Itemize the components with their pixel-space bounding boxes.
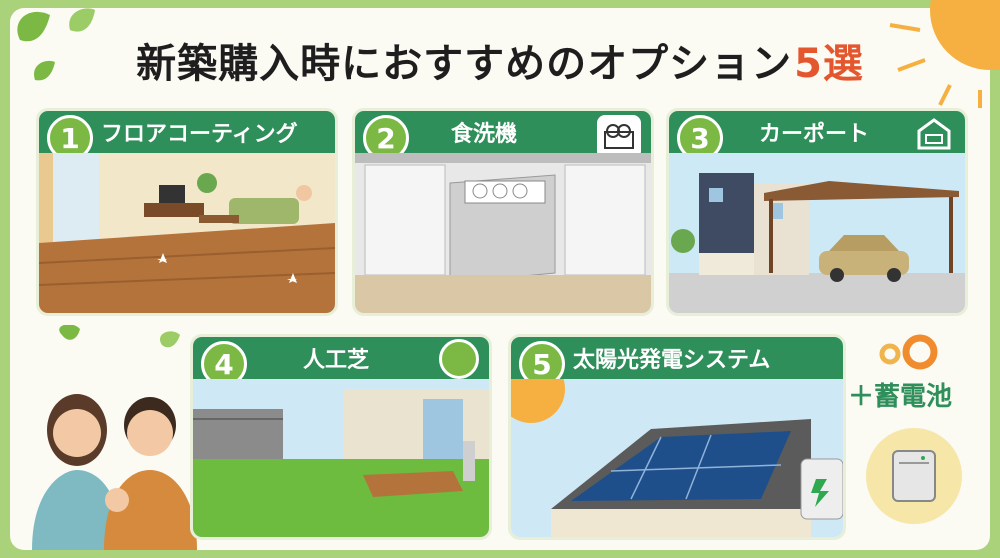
sun-icon: [511, 379, 565, 423]
floor-coating-illustration: [39, 153, 335, 313]
gear-icon: [879, 334, 938, 370]
option-label: カーポート: [759, 122, 870, 147]
leaf-icon: [17, 11, 50, 42]
title-main: 新築購入時におすすめのオプション: [136, 41, 793, 87]
page-title: 新築購入時におすすめのオプション 5選: [90, 26, 910, 94]
solar-panel-illustration: [511, 379, 843, 537]
leaf-icon: [69, 8, 95, 32]
option-label: 太陽光発電システム: [573, 348, 771, 373]
sun-icon: [930, 0, 1000, 70]
option-card-solar-power: 太陽光発電システム 5: [508, 334, 846, 540]
option-card-floor-coating: フロアコーティング 1: [36, 108, 338, 316]
battery-icon: [866, 428, 962, 524]
happy-couple-illustration: [32, 325, 197, 550]
dish-rack-icon: [597, 115, 641, 159]
carport-illustration: [669, 153, 965, 313]
option-label: 人工芝: [303, 348, 370, 373]
turf-icon: [439, 339, 479, 379]
dishwasher-illustration: [355, 153, 651, 313]
option-header: 太陽光発電システム: [511, 337, 843, 379]
decor-sun: [889, 0, 1000, 108]
leaf-icon: [59, 325, 80, 340]
artificial-turf-illustration: [193, 379, 489, 537]
option-label: 食洗機: [451, 122, 518, 147]
option-card-artificial-turf: 人工芝 4: [190, 334, 492, 540]
decor-top-left-leaves: [17, 8, 95, 81]
option-label: フロアコーティング: [101, 122, 298, 147]
storage-battery-label: ＋蓄電池: [848, 382, 953, 412]
option-card-dishwasher: 食洗機 2: [352, 108, 654, 316]
leaf-icon: [34, 60, 55, 81]
leaf-icon: [159, 331, 180, 348]
title-accent: 5選: [794, 41, 864, 87]
garage-icon: [913, 115, 955, 153]
option-card-carport: カーポート 3: [666, 108, 968, 316]
